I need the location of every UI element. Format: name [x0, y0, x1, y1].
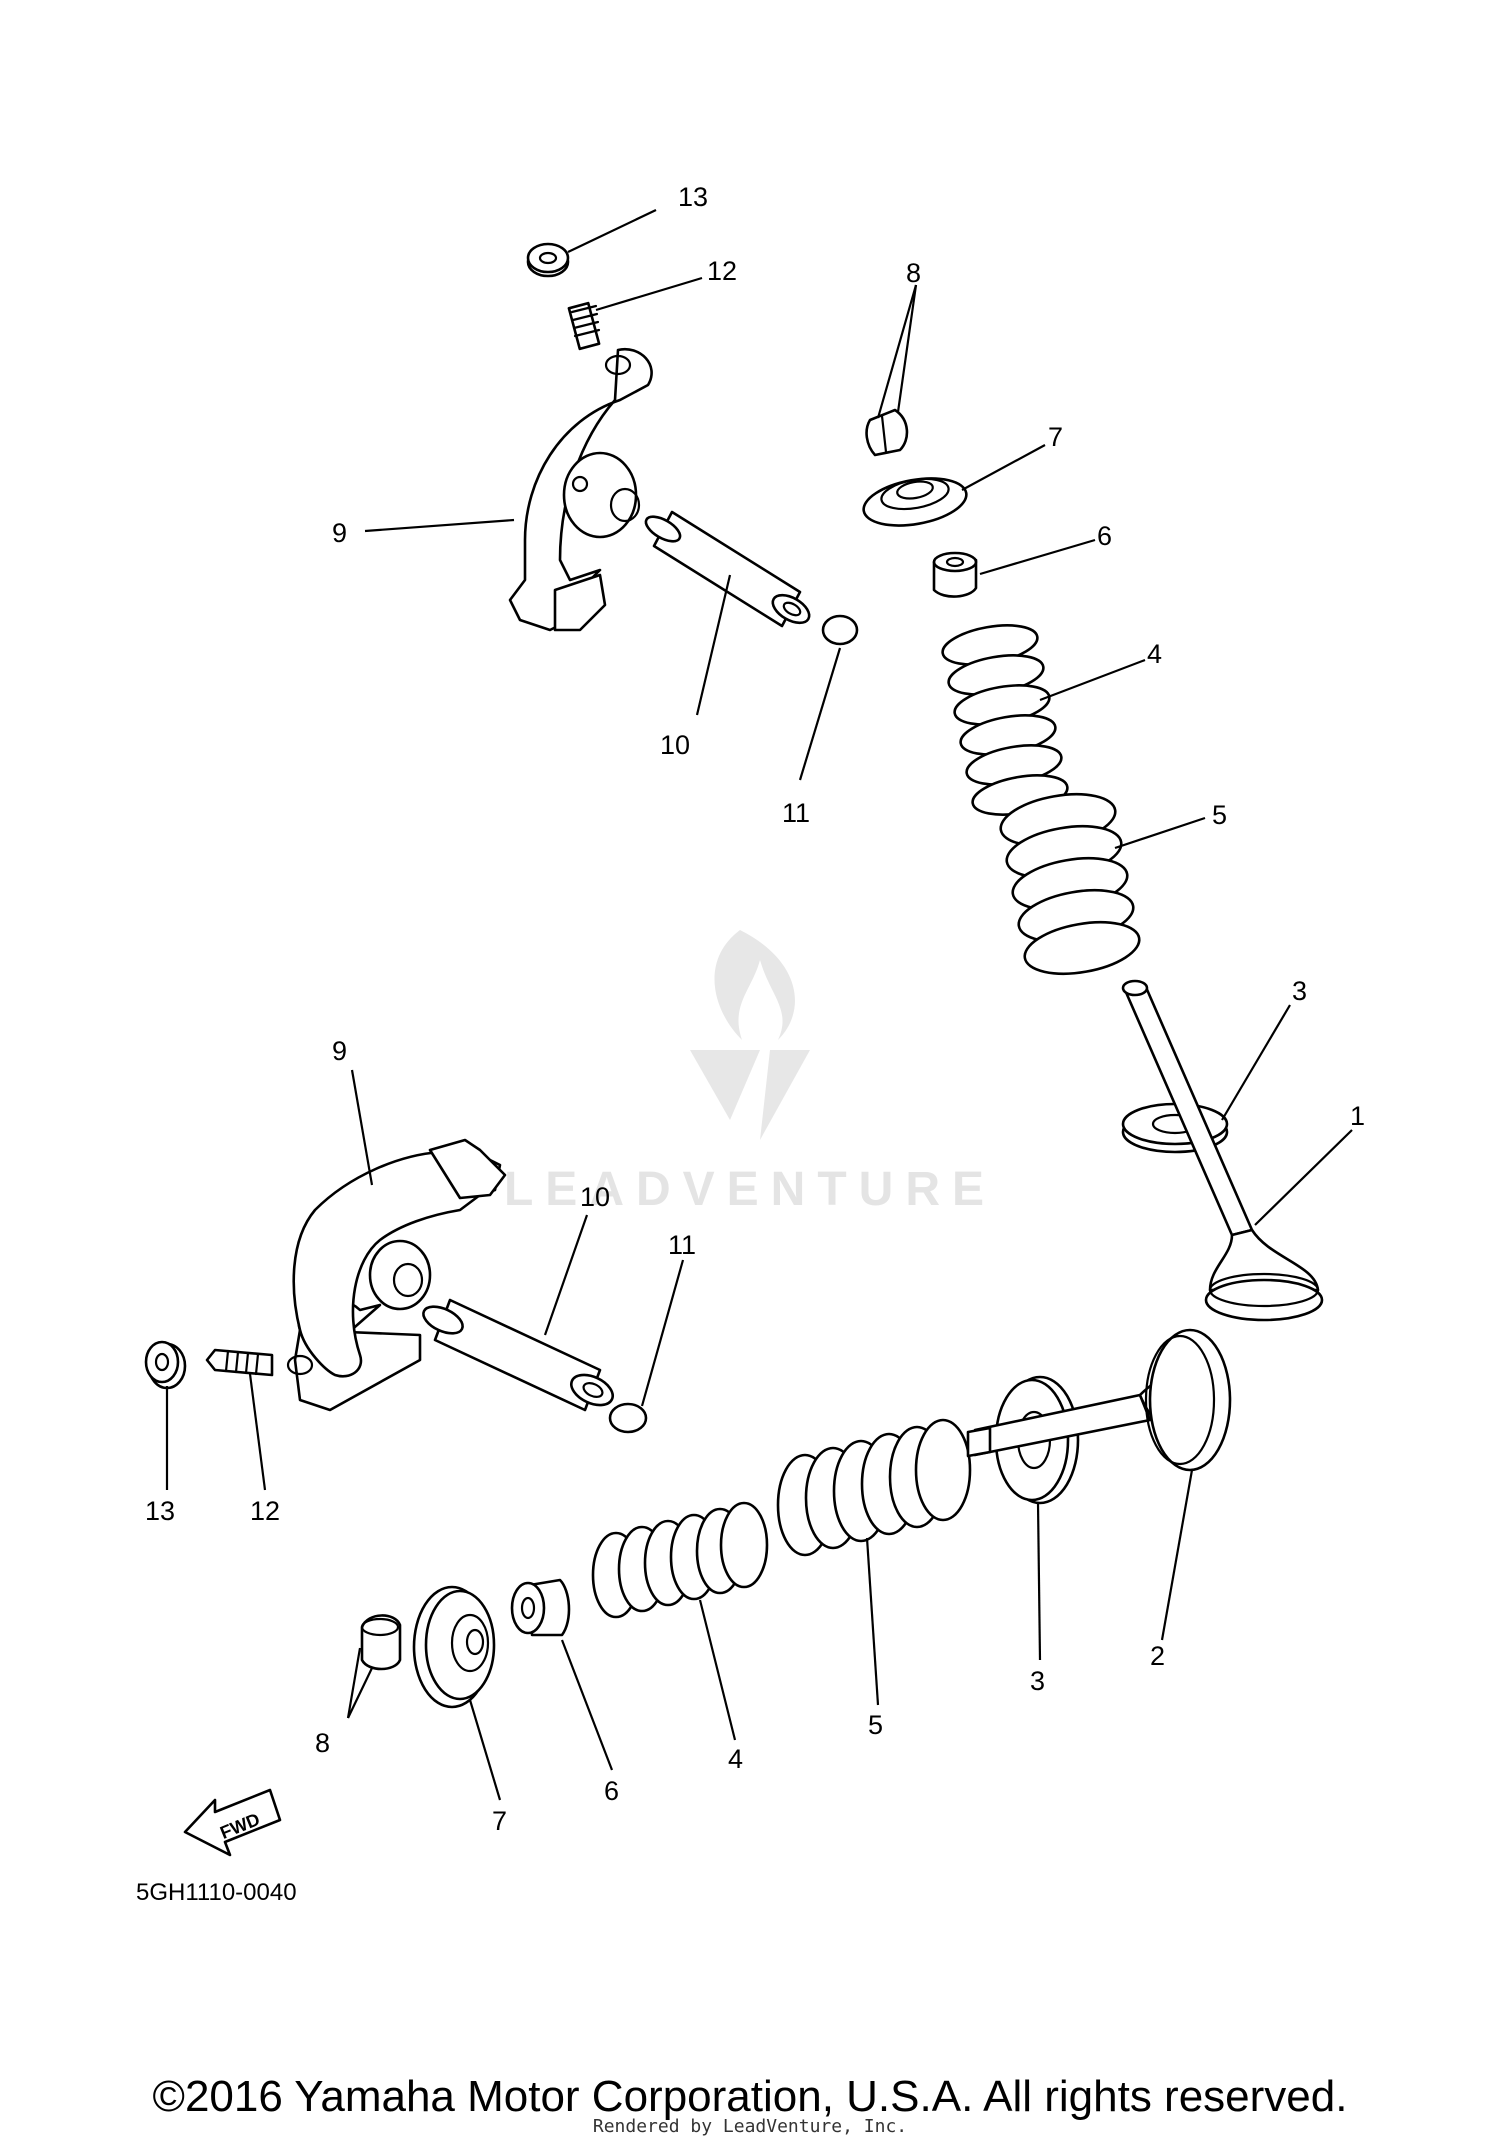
inner-spring-4-top: [941, 624, 1069, 816]
callout-3-top: 3: [1292, 976, 1307, 1006]
valve-keeper-8-bottom: [360, 1614, 402, 1671]
callout-3-bottom: 3: [1030, 1666, 1045, 1696]
callout-5-top: 5: [1212, 800, 1227, 830]
fwd-arrow-icon: FWD: [183, 1788, 282, 1857]
callout-9-top: 9: [332, 518, 347, 548]
callout-8-top: 8: [906, 258, 921, 288]
watermark-text: LEADVENTURE: [504, 1163, 996, 1216]
callout-13-bottom: 13: [145, 1496, 175, 1526]
copyright-notice: ©2016 Yamaha Motor Corporation, U.S.A. A…: [152, 2072, 1348, 2121]
adjuster-screw-12-top: [567, 301, 601, 351]
rocker-arm-9-bottom: [286, 1138, 507, 1412]
callout-12-bottom: 12: [250, 1496, 280, 1526]
bottom-assembly: FWD: [144, 1138, 1232, 1857]
callout-1: 1: [1350, 1101, 1365, 1131]
leadventure-watermark: LEADVENTURE: [504, 930, 996, 1216]
callout-5-bottom: 5: [868, 1710, 883, 1740]
nut-13-top: [526, 242, 570, 278]
callout-10-top: 10: [660, 730, 690, 760]
valve-retainer-7-bottom: [412, 1585, 496, 1709]
callout-11-top: 11: [782, 798, 810, 828]
callout-7-bottom: 7: [492, 1806, 507, 1836]
outer-spring-5-top: [999, 793, 1141, 975]
callout-2: 2: [1150, 1641, 1165, 1671]
diagram-code: 5GH1110-0040: [136, 1879, 297, 1906]
callout-4-bottom: 4: [728, 1744, 743, 1774]
top-assembly: [508, 242, 1324, 1322]
valve-retainer-7-top: [862, 477, 968, 527]
callout-4-top: 4: [1147, 639, 1162, 669]
callout-6-bottom: 6: [604, 1776, 619, 1806]
valve-keeper-8-top: [865, 408, 909, 457]
callout-11-bottom: 11: [668, 1230, 696, 1260]
outer-spring-5-bottom: [776, 1418, 972, 1557]
nut-13-bottom: [144, 1340, 187, 1390]
callout-8-bottom: 8: [315, 1728, 330, 1758]
callout-7-top: 7: [1048, 422, 1063, 452]
rocker-shaft-10-top: [644, 510, 811, 628]
inner-spring-4-bottom: [591, 1501, 769, 1619]
rocker-shaft-10-bottom: [422, 1298, 614, 1412]
callout-12-top: 12: [707, 256, 737, 286]
o-ring-11-bottom: [608, 1402, 648, 1434]
adjuster-screw-12-bottom: [205, 1348, 274, 1377]
callout-6-top: 6: [1097, 521, 1112, 551]
o-ring-11-top: [821, 614, 859, 646]
callout-13-top: 13: [678, 182, 708, 212]
rendered-by-credit: Rendered by LeadVenture, Inc.: [592, 2116, 908, 2137]
stem-seal-6-top: [932, 551, 978, 598]
leader-lines: [165, 209, 1353, 1801]
exhaust-valve-2: [966, 1328, 1232, 1472]
callout-10-bottom: 10: [580, 1182, 610, 1212]
callout-labels: 13 12 8 7 9 6 4 10 11 5 3 1 9 10 11 13 1…: [145, 182, 1365, 1836]
stem-seal-6-bottom: [510, 1578, 571, 1637]
rocker-arm-9-top: [508, 347, 653, 632]
callout-9-bottom: 9: [332, 1036, 347, 1066]
intake-valve-1: [1121, 979, 1324, 1322]
